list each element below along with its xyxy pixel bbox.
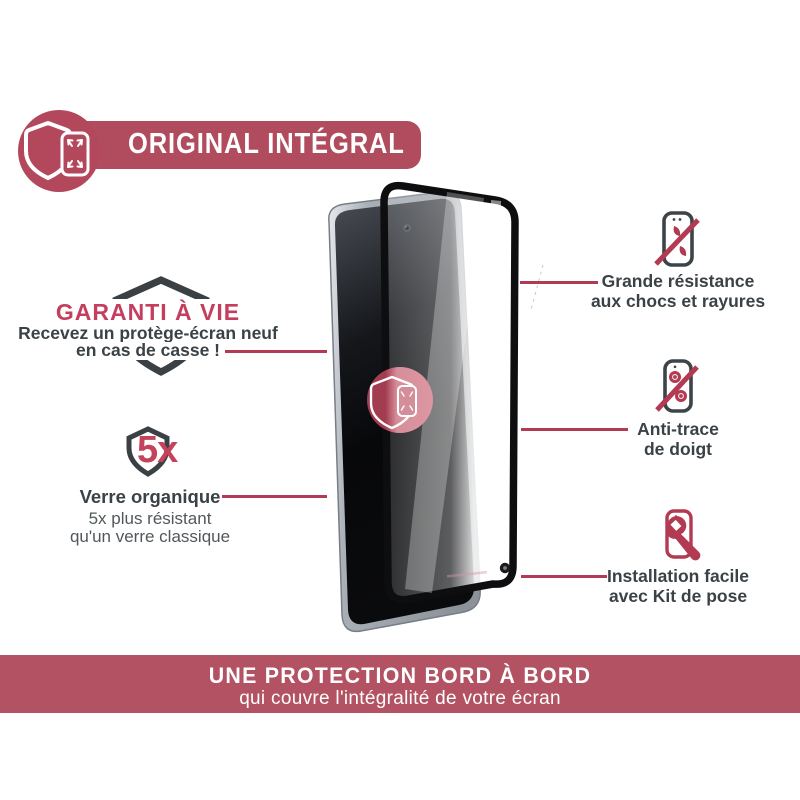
product-title: ORIGINAL INTÉGRAL — [128, 128, 405, 160]
feature-resistance: Grande résistance aux chocs et rayures — [578, 271, 778, 311]
shield-5x-icon — [122, 424, 174, 480]
glass-line2: qu'un verre classique — [69, 527, 231, 546]
phone-scratch-icon — [640, 202, 716, 278]
warranty-title: GARANTI À VIE — [50, 299, 246, 326]
shield-phone-icon — [18, 110, 100, 192]
callout-line-installation — [521, 575, 607, 578]
fivex-badge: 5x — [137, 429, 178, 471]
title-banner: ORIGINAL INTÉGRAL — [52, 121, 421, 169]
feature-antitrace-line2: de doigt — [643, 438, 713, 459]
product-render — [295, 170, 585, 670]
feature-resistance-line2: aux chocs et rayures — [590, 290, 766, 311]
feature-installation: Installation facile avec Kit de pose — [578, 566, 778, 606]
callout-line-antitrace — [521, 428, 628, 431]
glass-line1: 5x plus résistant — [88, 509, 212, 528]
feature-antitrace: Anti-trace de doigt — [578, 419, 778, 459]
warranty-line1: Recevez un protège-écran neuf — [13, 324, 283, 343]
phone-with-protector-image — [328, 181, 544, 633]
feature-installation-line2: avec Kit de pose — [608, 585, 748, 606]
brand-logo — [18, 110, 100, 192]
phone-wrench-icon — [640, 498, 716, 574]
warranty-line2: en cas de casse ! — [71, 341, 225, 360]
footer-banner: UNE PROTECTION BORD À BORD qui couvre l'… — [0, 655, 800, 713]
callout-line-warranty — [222, 350, 327, 353]
glass-protector — [380, 181, 519, 604]
phone-fingerprint-icon — [640, 350, 716, 426]
feature-resistance-line1: Grande résistance — [601, 271, 755, 291]
shield-phone-watermark-icon — [367, 367, 433, 433]
callout-line-resistance — [520, 281, 598, 284]
feature-antitrace-line1: Anti-trace — [637, 419, 719, 439]
footer-title: UNE PROTECTION BORD À BORD — [208, 663, 592, 688]
feature-installation-line1: Installation facile — [607, 566, 749, 586]
footer-subtitle: qui couvre l'intégralité de votre écran — [239, 688, 561, 709]
glass-title: Verre organique — [79, 486, 221, 507]
callout-line-glass — [222, 495, 327, 498]
